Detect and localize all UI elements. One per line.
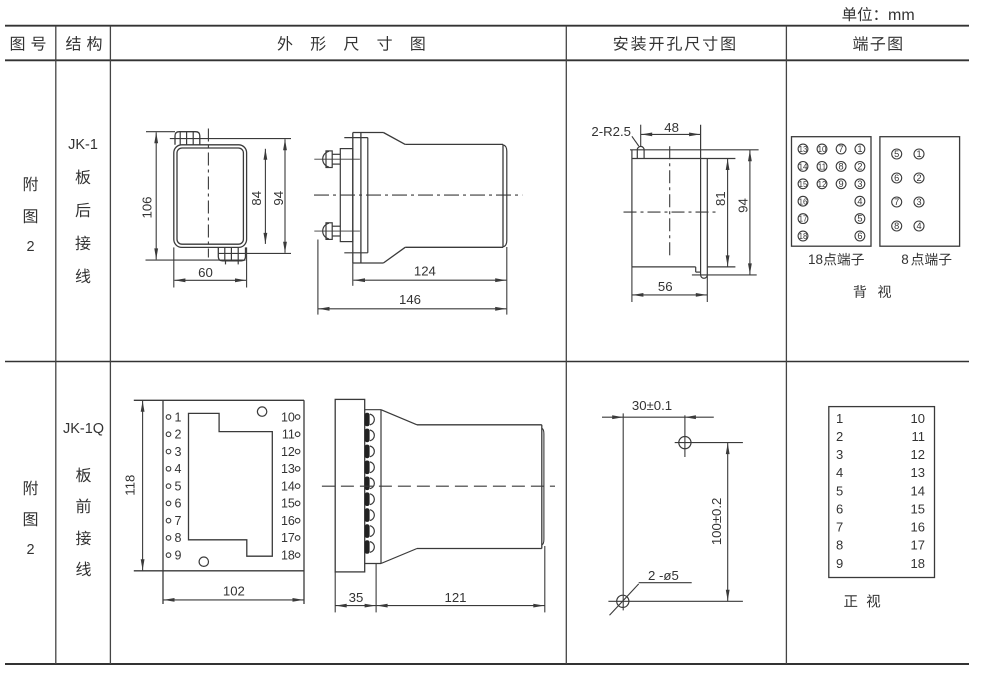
svg-text:2: 2 <box>26 239 34 255</box>
svg-text:2: 2 <box>26 542 34 558</box>
svg-text:11: 11 <box>282 428 295 442</box>
svg-text:106: 106 <box>140 196 155 218</box>
svg-text:8: 8 <box>894 221 899 231</box>
svg-text:11: 11 <box>818 163 826 172</box>
svg-text:18: 18 <box>911 556 925 571</box>
svg-text:14: 14 <box>281 479 295 493</box>
svg-text:15: 15 <box>281 497 295 511</box>
svg-text:8: 8 <box>836 538 843 553</box>
svg-text:13: 13 <box>911 465 925 480</box>
svg-text:2: 2 <box>836 429 843 444</box>
svg-text:9: 9 <box>836 556 843 571</box>
svg-text:118: 118 <box>123 475 138 496</box>
svg-text:84: 84 <box>249 191 264 206</box>
svg-text:4: 4 <box>175 462 182 476</box>
svg-text:12: 12 <box>818 180 827 189</box>
svg-text:2 -ø5: 2 -ø5 <box>648 568 679 583</box>
svg-text:6: 6 <box>894 173 899 183</box>
svg-text:2-R2.5: 2-R2.5 <box>591 124 631 139</box>
svg-text:4: 4 <box>857 196 862 206</box>
svg-text:10: 10 <box>281 410 295 424</box>
svg-text:6: 6 <box>175 497 182 511</box>
svg-text:14: 14 <box>799 163 808 172</box>
svg-text:7: 7 <box>175 514 182 528</box>
svg-text:5: 5 <box>175 479 182 493</box>
svg-text:18: 18 <box>799 232 808 241</box>
svg-text:9: 9 <box>175 548 182 562</box>
svg-text:10: 10 <box>818 145 827 154</box>
svg-text:5: 5 <box>836 483 843 498</box>
svg-text:6: 6 <box>836 501 843 516</box>
svg-text:mm: mm <box>888 7 915 24</box>
svg-text:9: 9 <box>839 179 844 189</box>
svg-text:2: 2 <box>916 173 921 183</box>
svg-text:3: 3 <box>836 447 843 462</box>
svg-text:15: 15 <box>799 180 808 189</box>
svg-text:16: 16 <box>281 514 295 528</box>
svg-text:3: 3 <box>916 197 921 207</box>
svg-text:JK-1: JK-1 <box>68 137 98 153</box>
svg-text:60: 60 <box>198 265 213 280</box>
svg-text:5: 5 <box>894 149 899 159</box>
svg-text:35: 35 <box>349 590 364 605</box>
svg-text:81: 81 <box>713 191 728 206</box>
svg-text:30±0.1: 30±0.1 <box>632 398 672 413</box>
svg-text:2: 2 <box>857 162 862 172</box>
svg-text:94: 94 <box>735 198 750 213</box>
svg-text:121: 121 <box>444 590 466 605</box>
svg-text:3: 3 <box>175 445 182 459</box>
svg-text:48: 48 <box>664 120 679 135</box>
svg-text:14: 14 <box>911 483 925 498</box>
svg-text:18: 18 <box>281 548 295 562</box>
svg-text:102: 102 <box>223 583 245 598</box>
svg-text:94: 94 <box>271 191 286 206</box>
svg-text:17: 17 <box>799 215 808 224</box>
svg-text:1: 1 <box>916 149 921 159</box>
svg-text:JK-1Q: JK-1Q <box>63 421 104 437</box>
svg-text:16: 16 <box>799 197 808 206</box>
svg-text:1: 1 <box>836 411 843 426</box>
svg-text:11: 11 <box>912 429 926 444</box>
svg-text:8: 8 <box>839 162 844 172</box>
svg-text:146: 146 <box>399 292 421 307</box>
svg-text:7: 7 <box>839 144 844 154</box>
svg-text:1: 1 <box>857 144 862 154</box>
svg-text:124: 124 <box>414 263 436 278</box>
svg-text:18: 18 <box>808 252 823 267</box>
svg-text:1: 1 <box>175 410 182 424</box>
svg-text:100±0.2: 100±0.2 <box>709 498 724 546</box>
svg-text:16: 16 <box>911 520 925 535</box>
svg-text:56: 56 <box>658 279 673 294</box>
svg-text:10: 10 <box>911 411 925 426</box>
svg-text:13: 13 <box>799 145 808 154</box>
svg-text:17: 17 <box>281 531 295 545</box>
svg-text:12: 12 <box>911 447 925 462</box>
svg-text:8: 8 <box>175 531 182 545</box>
svg-text:2: 2 <box>175 428 182 442</box>
svg-text:13: 13 <box>281 462 295 476</box>
svg-text:7: 7 <box>836 520 843 535</box>
svg-text:5: 5 <box>857 214 862 224</box>
svg-text:17: 17 <box>911 538 925 553</box>
svg-text:3: 3 <box>857 179 862 189</box>
svg-text:6: 6 <box>857 231 862 241</box>
svg-text:8: 8 <box>901 252 909 267</box>
svg-text:4: 4 <box>916 221 921 231</box>
svg-text:4: 4 <box>836 465 843 480</box>
svg-text:12: 12 <box>281 445 295 459</box>
svg-text:7: 7 <box>894 197 899 207</box>
svg-text:15: 15 <box>911 501 925 516</box>
